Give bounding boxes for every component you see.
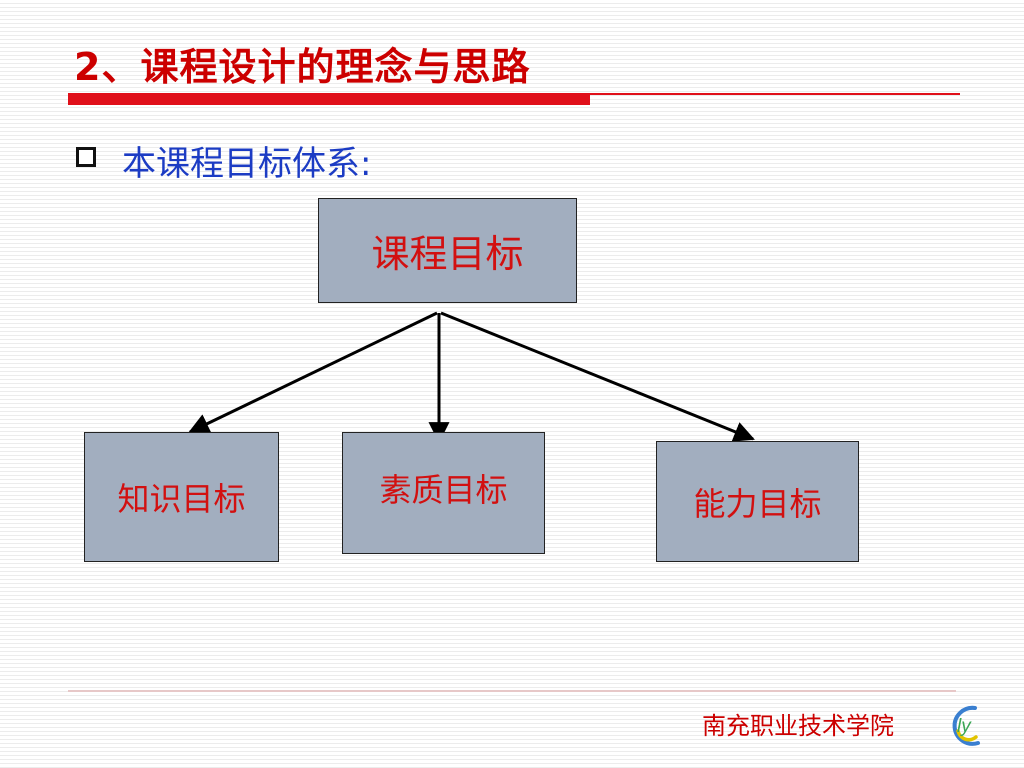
node-ability-goal: 能力目标 <box>656 441 859 562</box>
arrow-to-knowledge <box>188 311 438 434</box>
school-name: 南充职业技术学院 <box>702 712 894 740</box>
logo-letters: ly <box>957 716 972 737</box>
square-bullet-icon <box>76 147 96 167</box>
section-heading: 本课程目标体系: <box>122 144 372 184</box>
node-course-goal: 课程目标 <box>318 198 577 303</box>
slide-title: 2、课程设计的理念与思路 <box>74 45 531 89</box>
footer-divider <box>68 690 956 692</box>
arrow-to-ability <box>440 311 755 442</box>
title-underline-thin <box>590 93 960 95</box>
node-knowledge-goal: 知识目标 <box>84 432 279 562</box>
title-underline-thick <box>68 93 590 105</box>
school-logo-icon: ly <box>952 705 980 746</box>
node-quality-goal: 素质目标 <box>342 432 545 554</box>
